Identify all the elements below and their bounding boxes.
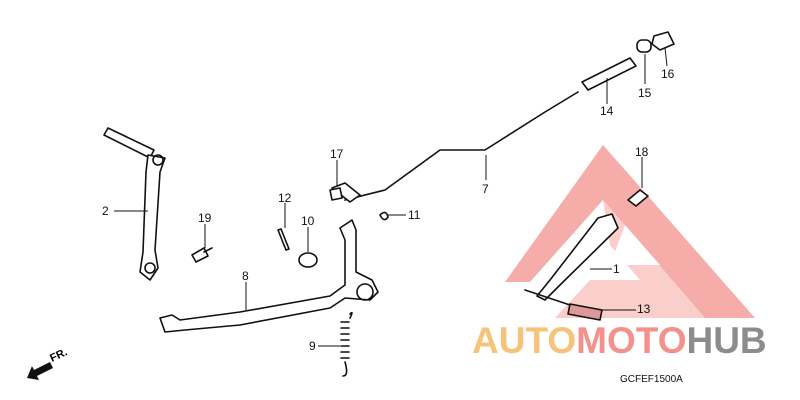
watermark-moto: MOTO: [576, 320, 687, 361]
part-11-clip: [379, 211, 389, 221]
callout-17: 17: [330, 147, 344, 161]
callout-16: 16: [661, 67, 675, 81]
callout-19: 19: [198, 211, 212, 225]
watermark-triangle-logo: [505, 145, 755, 318]
front-direction-label: FR.: [48, 346, 69, 364]
part-14-spring: [581, 57, 637, 91]
part-19-bolt: [191, 247, 213, 263]
part-15-joint: [636, 39, 652, 53]
part-8-brake-pedal: [159, 219, 379, 333]
callout-10: 10: [301, 214, 315, 228]
watermark-logo-text: AUTOMOTOHUB: [472, 322, 767, 359]
watermark-auto: AUTO: [472, 320, 577, 361]
callout-11: 11: [408, 208, 421, 222]
part-9-return-spring: [340, 311, 353, 377]
part-13-spring: [567, 303, 603, 321]
callout-9: 9: [309, 339, 316, 353]
callout-14: 14: [600, 104, 614, 118]
callout-1: 1: [613, 262, 620, 276]
callout-8: 8: [242, 269, 249, 283]
part-16-nut: [651, 31, 675, 51]
diagram-code: GCFEF1500A: [620, 374, 683, 385]
callout-15: 15: [638, 86, 652, 100]
part-18-bolt: [627, 189, 649, 207]
callout-18: 18: [635, 145, 649, 159]
part-17-bolt: [329, 187, 343, 201]
part-10-washer: [298, 252, 318, 268]
callout-7: 7: [482, 182, 489, 196]
front-direction-arrow: FR.: [27, 346, 69, 380]
part-2-kick-lever: [103, 127, 166, 281]
callout-13: 13: [637, 302, 651, 316]
part-1-brake-arm: [524, 213, 619, 306]
part-12-cotter-pin: [277, 228, 290, 251]
callout-12: 12: [278, 191, 292, 205]
part-7-brake-rod: [331, 91, 579, 203]
watermark-hub: HUB: [686, 320, 767, 361]
callouts: 1 2 7 8 9 10 11 12 13 14 15 16 17 18 19: [102, 47, 675, 353]
callout-2: 2: [102, 204, 109, 218]
